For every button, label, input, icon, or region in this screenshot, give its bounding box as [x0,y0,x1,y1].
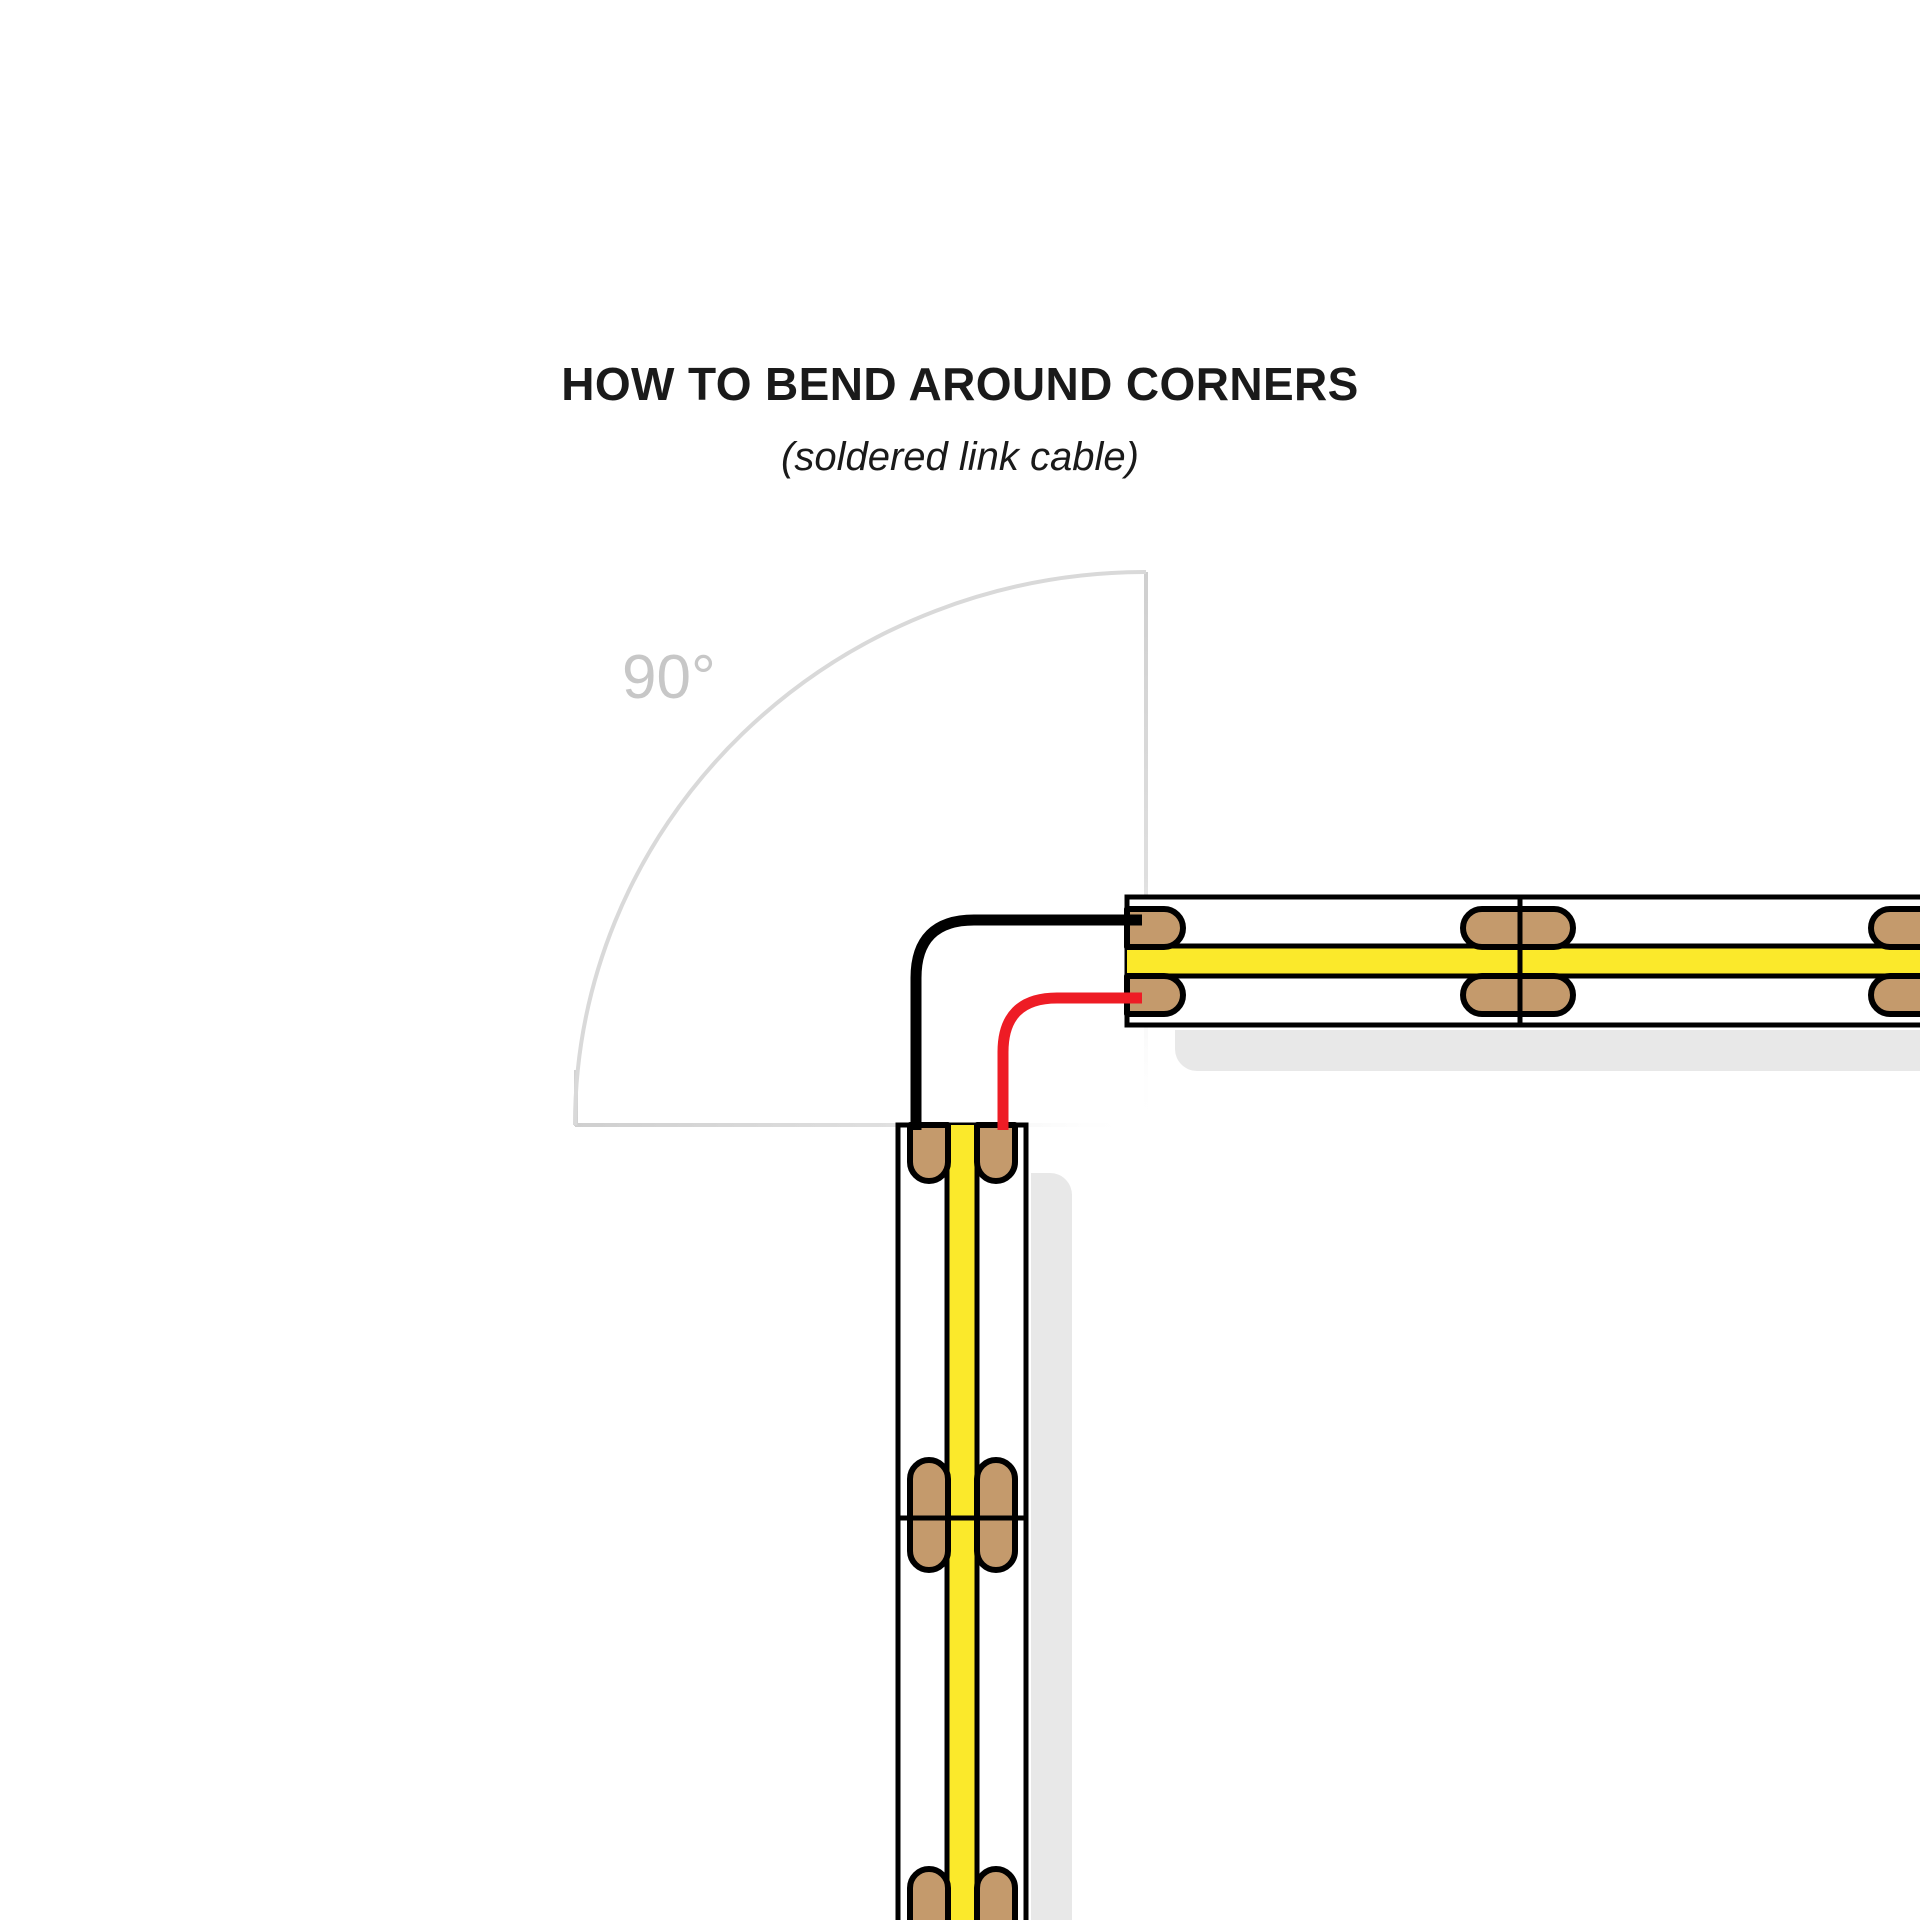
angle-label: 90° [622,643,716,712]
guide-horizontal-leg [575,1123,1135,1127]
positive-link-wire[interactable] [997,992,1142,1130]
horizontal-strip-led-band [1127,946,1920,976]
page-title: HOW TO BEND AROUND CORNERS [561,358,1359,410]
vertical-strip-led-band [947,1125,977,1920]
strip-shadows [1031,1030,1920,1920]
vertical-strip-shadow [1031,1173,1072,1920]
solder-pad-right-mid [974,1457,1018,1573]
solder-pad-top-right [1868,906,1920,950]
bend-angle-guide: 90° [573,570,1148,1132]
solder-pad-right-bottom [974,1866,1018,1920]
solder-pad-bottom-left [1124,973,1186,1017]
solder-pad-right-top [974,1122,1018,1184]
horizontal-strip-shadow [1175,1030,1920,1071]
solder-pad-left-bottom [907,1866,951,1920]
ninety-degree-arc [573,570,1147,1126]
horizontal-led-strip[interactable] [1124,894,1920,1028]
solder-link-wires[interactable] [910,914,1142,1130]
solder-pad-left-mid [907,1457,951,1573]
solder-pad-left-top [907,1122,951,1184]
vertical-led-strip[interactable] [895,1122,1029,1920]
negative-link-wire[interactable] [910,914,1142,1130]
page-subtitle: (soldered link cable) [781,435,1139,479]
solder-pad-bottom-right [1868,973,1920,1017]
guide-vertical-leg [1144,572,1148,1132]
